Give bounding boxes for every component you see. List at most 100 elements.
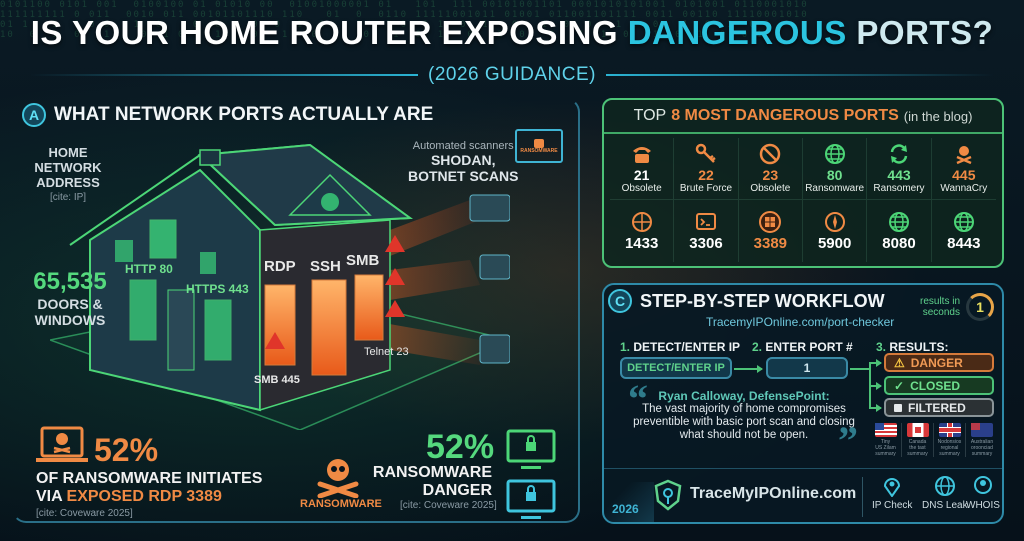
port-cell-8080: 8080 — [867, 200, 932, 262]
uk-flag-icon — [938, 423, 961, 437]
whois-link[interactable]: WHOIS — [966, 475, 1000, 511]
ssh-label: SSH — [310, 258, 341, 275]
section-c-header: C STEP-BY-STEP WORKFLOW — [608, 289, 885, 313]
doors-count-label: 65,535 DOORS & WINDOWS — [30, 268, 110, 328]
title-text-end: PORTS? — [846, 14, 994, 51]
skull-crossbones-icon — [317, 459, 359, 498]
step-2-label: 2. ENTER PORT # — [752, 340, 853, 354]
telephone-icon — [632, 147, 651, 163]
port-desc: Obsolete — [621, 183, 662, 194]
result-filtered: FILTERED — [884, 398, 994, 417]
port-desc: WannaCry — [940, 183, 988, 194]
section-title: STEP-BY-STEP WORKFLOW — [640, 290, 885, 311]
port-number: 1433 — [624, 234, 659, 252]
smb-label: SMB — [346, 252, 380, 269]
stat-line: VIA — [36, 488, 67, 505]
lock-icon — [894, 403, 902, 412]
timer-label: results in seconds — [920, 296, 960, 318]
ransomware-monitor-icon: RANSOMWARE — [515, 129, 563, 163]
ransomware-icon-label: RANSOMWARE — [300, 498, 382, 510]
stat-line: OF RANSOMWARE INITIATES — [36, 470, 263, 487]
ip-check-link[interactable]: IP Check — [872, 475, 912, 511]
monitor-label: RANSOMWARE — [520, 147, 558, 154]
brand-link[interactable]: TraceMyIPOnline.com — [690, 485, 857, 502]
database-globe-icon — [631, 211, 652, 232]
compass-icon — [824, 211, 845, 232]
results-timer: results in seconds 1 — [920, 293, 994, 321]
port-desc: Ransomware — [805, 183, 865, 194]
section-b-dangerous-ports: TOP 8 MOST DANGEROUS PORTS (in the blog)… — [602, 98, 1004, 268]
step-1-label: 1. DETECT/ENTER IP — [620, 340, 740, 354]
port-cell-22: 22 Brute Force — [674, 138, 739, 200]
divider-left — [30, 74, 418, 76]
telnet-label: Telnet 23 — [364, 346, 409, 358]
step-text: RESULTS: — [889, 340, 949, 354]
label-line: HOME — [48, 145, 88, 160]
label-line: ADDRESS — [36, 175, 100, 190]
port-number: 8443 — [947, 234, 981, 252]
globe-icon — [953, 211, 974, 232]
port-input[interactable]: 1 — [766, 357, 848, 379]
section-a-header: A WHAT NETWORK PORTS ACTUALLY ARE — [22, 103, 433, 127]
stat-text: RANSOMWARE DANGER — [372, 464, 492, 500]
secure-monitor-green-icon — [506, 429, 556, 469]
link-label: IP Check — [872, 500, 913, 511]
doors-count: 65,535 — [33, 268, 107, 295]
ip-input[interactable]: DETECT/ENTER IP — [620, 357, 732, 379]
whois-search-icon — [973, 476, 992, 494]
port-number: 443 — [887, 167, 911, 183]
port-cell-8443: 8443 — [932, 200, 996, 262]
divider-right — [606, 74, 994, 76]
port-number: 21 — [633, 167, 650, 183]
windows-icon — [759, 210, 782, 233]
port-cell-80: 80 Ransomware — [803, 138, 868, 200]
canada-flag-icon — [906, 423, 929, 437]
port-checker-url[interactable]: TracemyIPOnline.com/port-checker — [706, 315, 895, 329]
arrow-icon — [869, 404, 882, 412]
scanner-small-text: Automated scanners — [412, 140, 514, 152]
step-number: 1. — [620, 340, 631, 354]
port-cell-3306: 3306 — [674, 200, 739, 262]
step-number: 2. — [752, 340, 763, 354]
ports-grid: 21 Obsolete 22 Brute Force 23 Obsolete 8… — [604, 134, 1002, 266]
quote-text: The vast majority of home compromises pr… — [633, 403, 855, 441]
port-desc: Ransomery — [873, 183, 925, 194]
section-c-workflow: C STEP-BY-STEP WORKFLOW TracemyIPOnline.… — [602, 283, 1004, 524]
stat-percent: 52% — [426, 428, 495, 466]
scanner-big-text: BOTNET SCANS — [408, 168, 519, 184]
link-label: WHOIS — [966, 500, 1000, 511]
port-number: 22 — [698, 167, 714, 183]
port-cell-1433: 1433 — [610, 200, 675, 262]
result-danger: ⚠DANGER — [884, 353, 994, 372]
footer-year: 2026 — [612, 502, 639, 516]
scanner-big-text: SHODAN, — [430, 152, 496, 168]
stat-highlight: EXPOSED RDP 3389 — [66, 488, 222, 505]
footer-divider — [862, 477, 863, 517]
port-number: 3389 — [753, 234, 788, 252]
section-badge: C — [608, 289, 632, 313]
dns-leak-link[interactable]: DNS Leak — [922, 475, 968, 511]
section-b-header: TOP 8 MOST DANGEROUS PORTS (in the blog) — [604, 100, 1002, 134]
timer-label-line: results in — [919, 296, 960, 307]
title-prefix: TOP — [633, 107, 667, 124]
footer-corner-decoration — [604, 482, 654, 522]
port-cell-5900: 5900 — [803, 200, 868, 262]
us-flag-icon — [874, 423, 897, 437]
shield-logo-icon — [654, 479, 682, 511]
stat-line: RANSOMWARE — [372, 464, 492, 481]
secure-monitor-cyan-icon — [506, 479, 556, 519]
timer-ring: 1 — [966, 293, 994, 321]
warning-icon: ⚠ — [894, 355, 905, 370]
result-label: CLOSED — [910, 378, 961, 393]
refresh-icon — [890, 144, 908, 164]
label-line: WINDOWS — [34, 312, 106, 328]
title-text: IS YOUR HOME ROUTER EXPOSING — [30, 14, 628, 51]
